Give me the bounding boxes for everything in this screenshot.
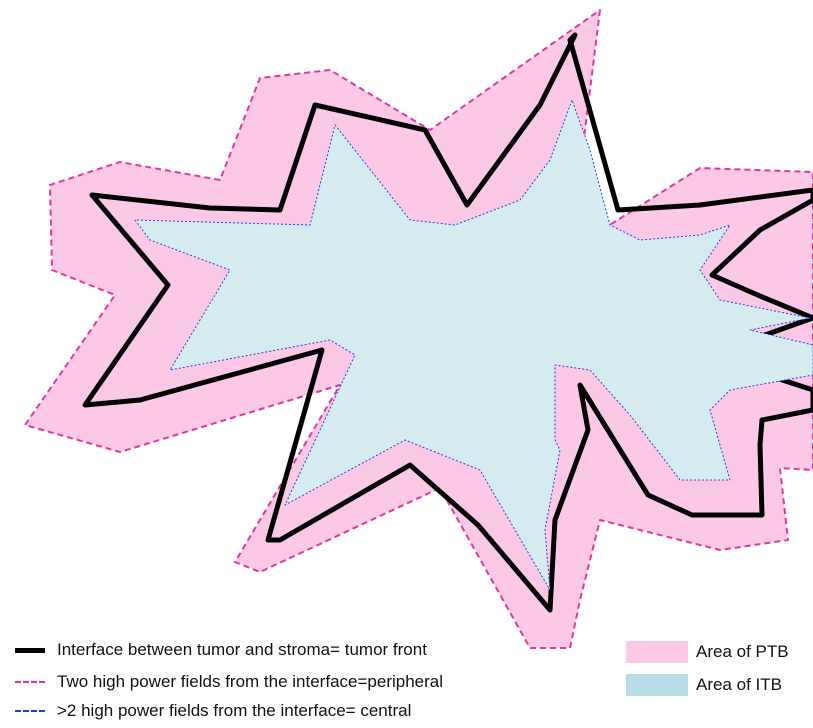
legend-item-central: >2 high power fields from the interface=… — [15, 701, 411, 721]
legend-item-itb: Area of ITB — [626, 674, 782, 696]
legend-label: Area of ITB — [696, 675, 782, 695]
legend-item-tumor-front: Interface between tumor and stroma= tumo… — [15, 640, 427, 660]
legend-item-peripheral: Two high power fields from the interface… — [15, 672, 443, 692]
dashed-line-swatch-magenta — [15, 681, 45, 683]
legend-label: Two high power fields from the interface… — [57, 672, 443, 692]
ptb-swatch — [626, 641, 688, 663]
itb-swatch — [626, 674, 688, 696]
legend-label: >2 high power fields from the interface=… — [57, 701, 411, 721]
dashed-line-swatch-blue — [15, 710, 45, 712]
solid-line-swatch — [15, 648, 45, 653]
legend-label: Interface between tumor and stroma= tumo… — [57, 640, 427, 660]
legend-label: Area of PTB — [696, 642, 789, 662]
legend-item-ptb: Area of PTB — [626, 641, 789, 663]
